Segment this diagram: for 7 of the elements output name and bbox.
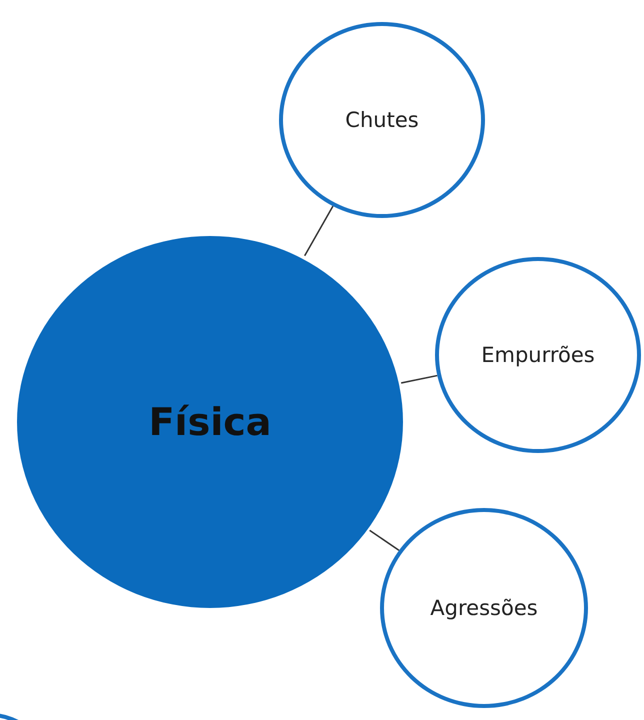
circle-label: Física bbox=[148, 400, 272, 444]
connector-line bbox=[369, 530, 400, 551]
circle-label: Chutes bbox=[345, 108, 419, 132]
circle-label: Empurrões bbox=[481, 343, 595, 367]
circle-label: Agressões bbox=[430, 596, 538, 620]
connector-line bbox=[304, 206, 334, 256]
connector-line bbox=[400, 374, 438, 384]
